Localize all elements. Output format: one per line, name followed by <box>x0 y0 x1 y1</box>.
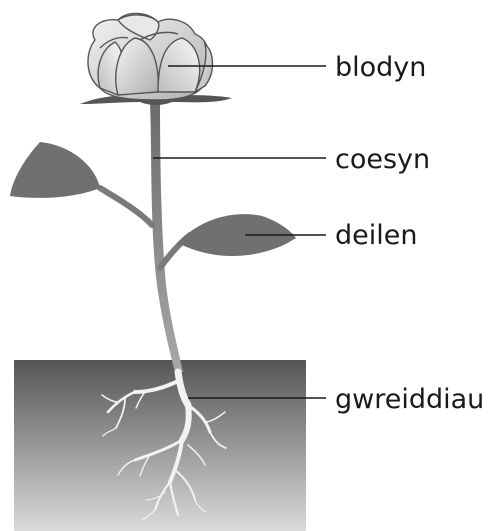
flower <box>88 13 213 100</box>
left-leaf <box>10 142 152 225</box>
leaf-label: deilen <box>335 220 417 251</box>
right-leaf <box>160 214 296 268</box>
roots-label: gwreiddiau <box>335 384 484 415</box>
stem <box>150 100 183 372</box>
stem-label: coesyn <box>335 144 430 175</box>
flower-label: blodyn <box>335 52 426 83</box>
soil <box>14 360 306 531</box>
